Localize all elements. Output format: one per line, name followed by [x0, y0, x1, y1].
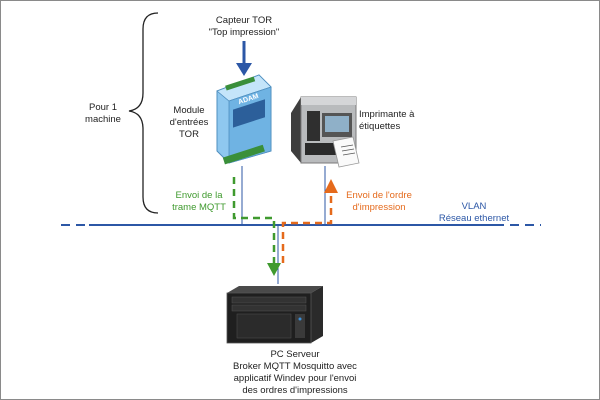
io-module-line1: Module — [173, 105, 205, 116]
io-module-line3: TOR — [179, 129, 199, 140]
server-line4: des ordres d'impressions — [242, 385, 348, 396]
print-order-line1: Envoi de l'ordre — [346, 190, 412, 201]
mqtt-frame-line2: trame MQTT — [172, 202, 226, 213]
printer-label: Imprimante à étiquettes — [359, 109, 423, 133]
machine-scope-line2: machine — [85, 114, 121, 125]
printer-line1: Imprimante à — [359, 109, 415, 120]
server-line2: Broker MQTT Mosquitto avec — [233, 361, 357, 372]
machine-scope-line1: Pour 1 — [89, 102, 117, 113]
io-module-line2: d'entrées — [169, 117, 209, 128]
machine-scope-label: Pour 1 machine — [75, 102, 131, 126]
mqtt-path-arrow — [232, 177, 281, 276]
sensor-arrow — [236, 41, 252, 76]
server-label: PC Serveur Broker MQTT Mosquitto avec ap… — [215, 349, 375, 397]
server-image — [226, 286, 323, 344]
sensor-label: Capteur TOR "Top impression" — [199, 15, 289, 39]
io-module-image: ADAM — [216, 74, 272, 165]
sensor-label-line1: Capteur TOR — [215, 15, 273, 26]
print-order-path-arrow — [281, 179, 338, 263]
printer-image — [291, 96, 360, 168]
printer-line2: étiquettes — [359, 121, 401, 132]
machine-scope-brace — [128, 12, 159, 214]
sensor-label-line2: "Top impression" — [208, 27, 280, 38]
server-line3: applicatif Windev pour l'envoi — [233, 373, 357, 384]
print-order-label: Envoi de l'ordre d'impression — [337, 190, 421, 214]
network-line1: VLAN — [461, 201, 487, 212]
print-order-line2: d'impression — [352, 202, 406, 213]
mqtt-frame-line1: Envoi de la — [175, 190, 223, 201]
io-module-label: Module d'entrées TOR — [163, 105, 215, 141]
network-line2: Réseau ethernet — [438, 213, 510, 224]
mqtt-frame-label: Envoi de la trame MQTT — [167, 190, 231, 214]
server-line1: PC Serveur — [270, 349, 320, 360]
network-label: VLAN Réseau ethernet — [429, 201, 519, 225]
